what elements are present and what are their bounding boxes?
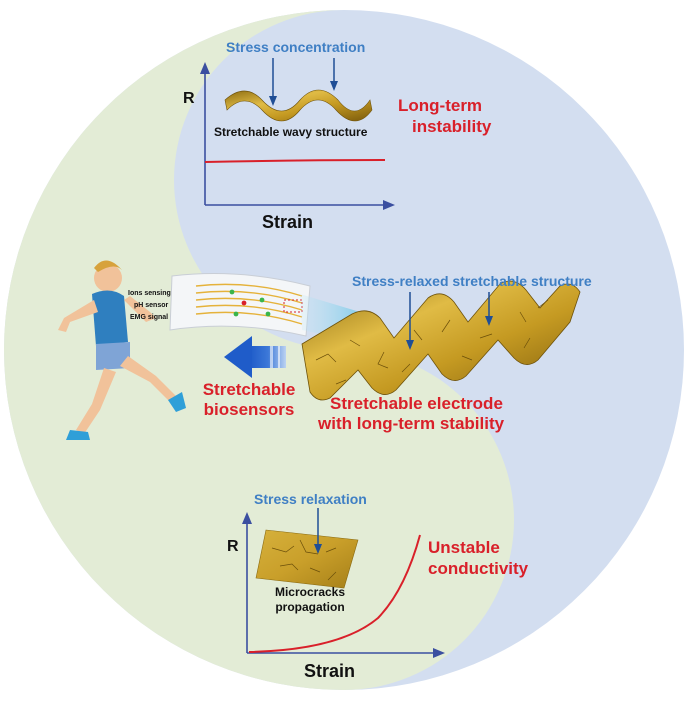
- application-line-2: biosensors: [203, 400, 295, 419]
- top-issue-line-1: Long-term: [398, 96, 483, 115]
- stress-concentration-label: Stress concentration: [226, 39, 366, 55]
- bottom-axis-y-label: R: [227, 538, 239, 555]
- bottom-resistance-curve: [248, 534, 421, 653]
- corrugated-electrode: [301, 280, 581, 401]
- sensor-patch: [169, 273, 311, 337]
- bottom-axis-x-label: Strain: [304, 661, 356, 681]
- bottom-cracked-film: [255, 529, 359, 589]
- top-axis-y-label: R: [183, 90, 195, 107]
- bottom-plot: [242, 508, 445, 658]
- electrode-line-2: with long-term stability: [318, 414, 505, 433]
- runner-figure: [58, 260, 186, 440]
- top-wavy-structure: [224, 89, 373, 122]
- top-resistance-line: [204, 159, 386, 163]
- sensor-label-ph: pH sensor: [134, 302, 169, 309]
- sensor-label-ions: Ions sensing: [128, 290, 171, 297]
- microcracks-line-2: propagation: [275, 600, 345, 614]
- direction-arrow: [224, 336, 286, 378]
- microcracks-line-1: Microcracks: [274, 585, 346, 599]
- wavy-structure-label: Stretchable wavy structure: [214, 125, 368, 139]
- bottom-issue-line-2: conductivity: [428, 559, 529, 578]
- top-plot: [200, 58, 395, 210]
- electrode-line-1: Stretchable electrode: [330, 394, 503, 413]
- stress-relaxed-label: Stress-relaxed stretchable structure: [352, 273, 592, 289]
- top-issue-line-2: instability: [412, 117, 492, 136]
- sensor-label-emg: EMG signal: [130, 314, 169, 321]
- application-line-1: Stretchable: [202, 380, 296, 399]
- top-axis-x-label: Strain: [262, 212, 314, 232]
- stress-relaxation-label: Stress relaxation: [254, 491, 367, 507]
- bottom-issue-line-1: Unstable: [428, 538, 500, 557]
